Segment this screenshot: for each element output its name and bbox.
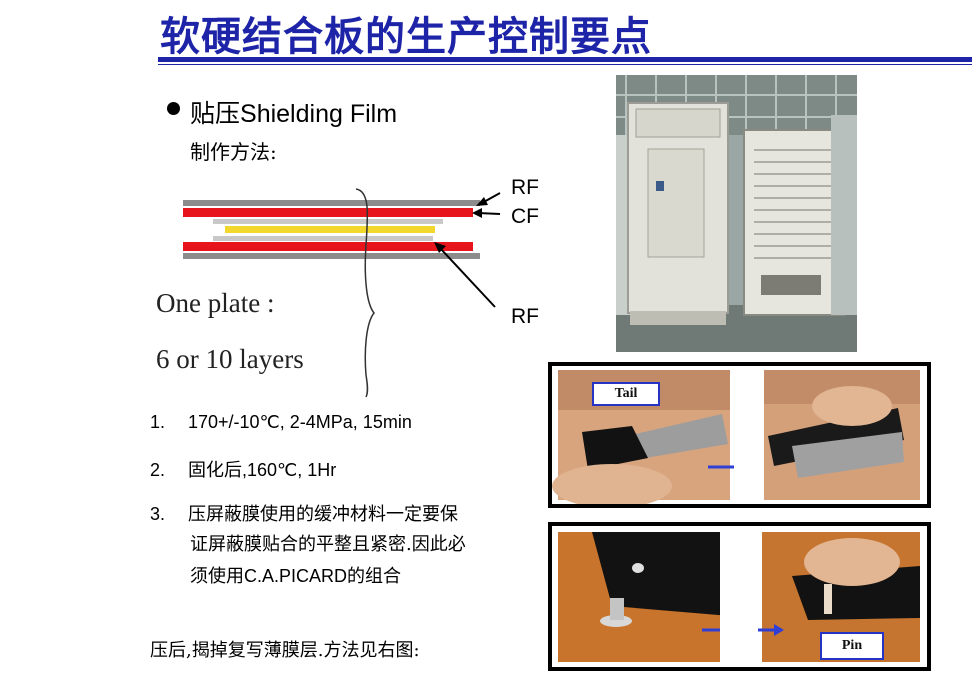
step-number: 3. <box>150 504 166 524</box>
arrow-rf-bottom-icon <box>439 247 496 308</box>
layers-label: 6 or 10 layers <box>156 344 304 374</box>
step-text-en: ,160℃, 1Hr <box>242 460 337 480</box>
press-machine-photo <box>616 75 857 352</box>
brace-icon <box>355 188 375 398</box>
rf-bottom-label: RF <box>511 305 539 328</box>
step-2: 2. 固化后,160℃, 1Hr <box>150 456 336 482</box>
arrow-rf-top-head-icon <box>476 197 488 206</box>
step-3-line3-en: C.A.PICARD <box>244 566 348 586</box>
page-title: 软硬结合板的生产控制要点 <box>160 14 652 60</box>
panel1-divider <box>734 366 764 504</box>
step-text-line1: 压屏蔽膜使用的缓冲材料一定要保 <box>188 504 458 525</box>
title-underline <box>158 57 972 62</box>
layer-stack-diagram: One plate : 6 or 10 layers RF CF RF <box>150 175 570 405</box>
arrow-cf-head-icon <box>472 208 482 218</box>
step-3-line2: 证屏蔽膜贴合的平整且紧密.因此必 <box>190 534 466 555</box>
method-label: 制作方法: <box>190 140 277 164</box>
top-gray-layer <box>183 200 480 206</box>
step-number: 1. <box>150 412 166 432</box>
panel2-divider <box>720 526 758 667</box>
step-3-line3-a: 须使用 <box>190 566 244 587</box>
layer-stack-svg <box>183 188 501 398</box>
bottom-gray-layer <box>183 253 480 259</box>
step-3-line3-b: 的组合 <box>347 566 402 587</box>
rf-top-label: RF <box>511 176 539 199</box>
bullet-icon <box>167 102 180 115</box>
step-3-line3: 须使用C.A.PICARD的组合 <box>190 562 401 588</box>
step-number: 2. <box>150 460 166 480</box>
tail-callout: Tail <box>592 382 660 406</box>
bullet-prefix: 贴压 <box>190 99 241 128</box>
title-underline-thin <box>158 64 972 65</box>
cf-layer <box>225 226 435 233</box>
light-layer-1 <box>213 219 443 224</box>
cf-label: CF <box>511 205 539 228</box>
bullet-suffix: Shielding Film <box>240 100 398 128</box>
bottom-rf-layer <box>183 242 473 251</box>
step-1: 1. 170+/-10℃, 2-4MPa, 15min <box>150 412 412 433</box>
bullet-heading: 贴压Shielding Film <box>190 94 397 130</box>
step-3: 3. 压屏蔽膜使用的缓冲材料一定要保 <box>150 500 458 526</box>
plate-label: One plate : <box>156 288 275 318</box>
pin-callout: Pin <box>820 632 884 660</box>
step-text-cjk: 固化后 <box>188 460 242 481</box>
step-text: 170+/-10℃, 2-4MPa, 15min <box>188 412 412 432</box>
light-layer-2 <box>213 236 433 241</box>
arrow-rf-bottom-head-icon <box>434 242 446 253</box>
footer-note: 压后,揭掉复写薄膜层.方法见右图: <box>150 640 420 661</box>
top-rf-layer <box>183 208 473 217</box>
